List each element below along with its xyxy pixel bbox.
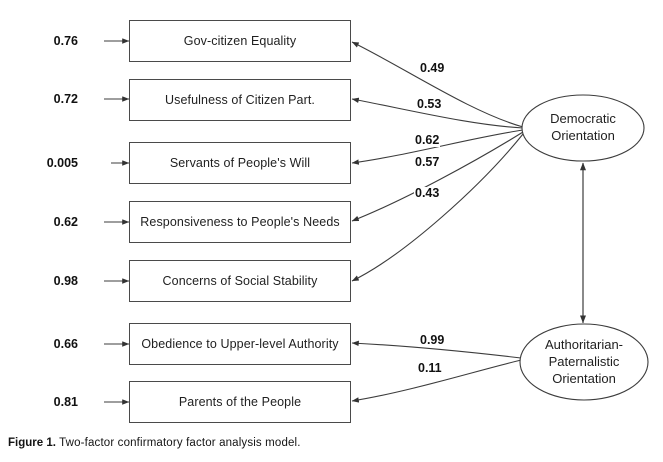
loading-value-3: 0.62 (414, 133, 441, 147)
indicator-box-4[interactable]: Responsiveness to People's Needs (129, 201, 351, 243)
indicator-box-2[interactable]: Usefulness of Citizen Part. (129, 79, 351, 121)
error-value-6: 0.66 (53, 337, 78, 351)
loading-arrow-obedience (351, 340, 522, 359)
loading-value-4: 0.57 (414, 155, 441, 169)
loading-arrows-democratic (351, 41, 524, 282)
indicator-box-6[interactable]: Obedience to Upper-level Authority (129, 323, 351, 365)
loading-arrow-gov-citizen-equality (351, 41, 524, 128)
loading-arrows-authoritarian (351, 340, 522, 403)
loading-value-7: 0.11 (417, 361, 443, 375)
figure-caption: Figure 1. Two-factor confirmatory factor… (8, 437, 301, 449)
indicator-label-1: Gov-citizen Equality (183, 34, 297, 48)
error-value-7: 0.81 (53, 395, 78, 409)
indicator-box-5[interactable]: Concerns of Social Stability (129, 260, 351, 302)
loading-arrow-usefulness (351, 97, 524, 129)
figure-caption-text: Two-factor confirmatory factor analysis … (59, 437, 301, 449)
indicator-label-7: Parents of the People (178, 395, 302, 409)
indicator-label-2: Usefulness of Citizen Part. (165, 93, 315, 107)
loading-value-1: 0.49 (419, 61, 446, 75)
error-value-2: 0.72 (53, 92, 78, 106)
error-value-1: 0.76 (53, 34, 78, 48)
error-value-3: 0.005 (46, 156, 78, 170)
loading-value-6: 0.99 (419, 333, 446, 347)
loading-value-2: 0.53 (416, 97, 443, 111)
factor-ellipse-democratic[interactable] (521, 94, 645, 162)
indicator-label-5: Concerns of Social Stability (162, 274, 318, 288)
indicator-label-3: Servants of People's Will (169, 156, 311, 170)
indicator-label-6: Obedience to Upper-level Authority (141, 337, 339, 351)
indicator-label-4: Responsiveness to People's Needs (140, 215, 340, 229)
indicator-box-1[interactable]: Gov-citizen Equality (129, 20, 351, 62)
indicator-box-3[interactable]: Servants of People's Will (129, 142, 351, 184)
figure-caption-prefix: Figure 1. (8, 437, 56, 449)
indicator-box-7[interactable]: Parents of the People (129, 381, 351, 423)
loading-value-5: 0.43 (414, 186, 441, 200)
loading-arrow-responsiveness (351, 131, 524, 222)
error-value-4: 0.62 (53, 215, 78, 229)
error-value-5: 0.98 (53, 274, 78, 288)
loading-arrow-parents (351, 359, 522, 403)
factor-ellipse-authoritarian[interactable] (519, 323, 649, 401)
loading-arrow-concerns (351, 133, 524, 282)
error-arrows (104, 38, 130, 405)
